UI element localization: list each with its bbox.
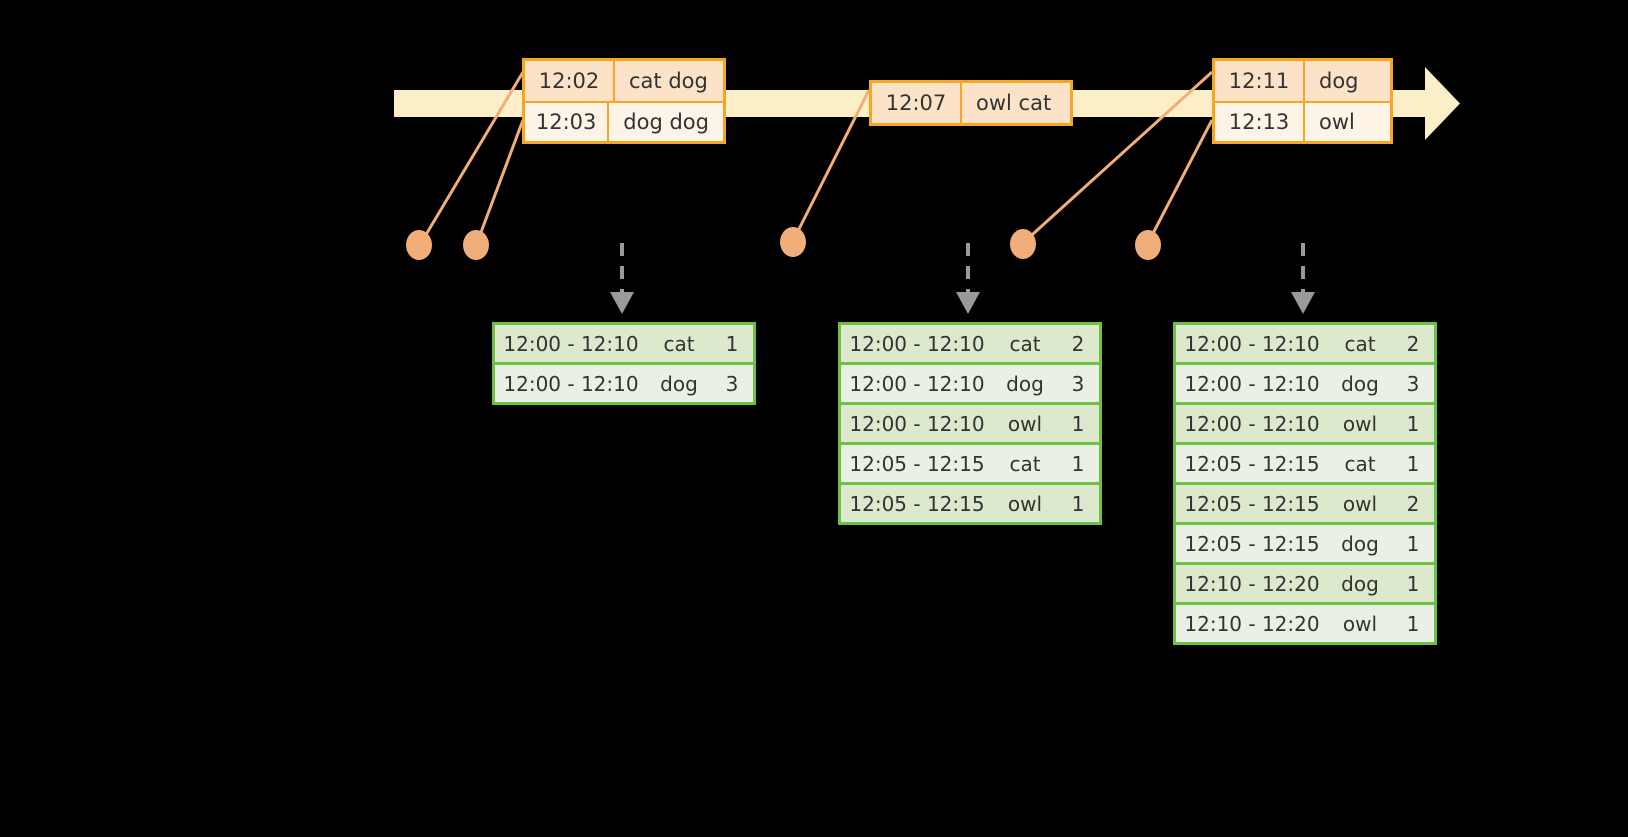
window-cell: 12:00 - 12:10	[1184, 371, 1320, 396]
event-row[interactable]: 12:11 dog	[1215, 61, 1390, 101]
table-row[interactable]: 12:05 - 12:15 dog 1	[1176, 525, 1434, 562]
count-cell: 3	[725, 371, 739, 396]
arrowhead-icon	[956, 292, 980, 314]
event-time: 12:02	[525, 61, 615, 101]
count-cell: 1	[725, 331, 739, 356]
event-group-1[interactable]: 12:02 cat dog 12:03 dog dog	[522, 58, 726, 144]
event-row[interactable]: 12:03 dog dog	[525, 101, 723, 141]
key-cell: dog	[1341, 531, 1379, 556]
key-cell: dog	[1006, 371, 1044, 396]
count-cell: 1	[1071, 411, 1085, 436]
table-row[interactable]: 12:10 - 12:20 dog 1	[1176, 565, 1434, 602]
key-cell: cat	[663, 331, 695, 356]
window-cell: 12:05 - 12:15	[1184, 451, 1320, 476]
window-cell: 12:05 - 12:15	[1184, 491, 1320, 516]
event-words: dog dog	[623, 110, 709, 134]
table-row[interactable]: 12:05 - 12:15 cat 1	[1176, 445, 1434, 482]
window-cell: 12:00 - 12:10	[849, 371, 985, 396]
event-row[interactable]: 12:07 owl cat	[872, 83, 1070, 123]
arrowhead-icon	[610, 292, 634, 314]
count-cell: 1	[1406, 611, 1420, 636]
result-table-1[interactable]: 12:00 - 12:10 cat 1 12:00 - 12:10 dog 3	[492, 322, 756, 405]
connector-dot	[1010, 229, 1036, 259]
event-time: 12:07	[872, 83, 962, 123]
key-cell: owl	[1342, 411, 1378, 436]
key-cell: dog	[660, 371, 698, 396]
count-cell: 1	[1406, 571, 1420, 596]
key-cell: owl	[1007, 491, 1043, 516]
count-cell: 2	[1406, 331, 1420, 356]
event-row[interactable]: 12:02 cat dog	[525, 61, 723, 101]
connector-dot	[780, 227, 806, 257]
table-row[interactable]: 12:05 - 12:15 owl 1	[841, 485, 1099, 522]
event-words: owl cat	[976, 91, 1052, 115]
flow-arrowheads	[610, 292, 1315, 314]
window-cell: 12:00 - 12:10	[849, 411, 985, 436]
connector-dot	[406, 230, 432, 260]
table-row[interactable]: 12:00 - 12:10 dog 3	[495, 365, 753, 402]
table-row[interactable]: 12:00 - 12:10 dog 3	[1176, 365, 1434, 402]
table-row[interactable]: 12:10 - 12:20 owl 1	[1176, 605, 1434, 642]
count-cell: 2	[1406, 491, 1420, 516]
window-cell: 12:05 - 12:15	[849, 451, 985, 476]
key-cell: owl	[1342, 491, 1378, 516]
key-cell: cat	[1344, 331, 1376, 356]
count-cell: 2	[1071, 331, 1085, 356]
window-cell: 12:00 - 12:10	[1184, 411, 1320, 436]
arrowhead-icon	[1291, 292, 1315, 314]
connector-dot	[463, 230, 489, 260]
event-time: 12:13	[1215, 103, 1305, 141]
key-cell: cat	[1009, 451, 1041, 476]
table-row[interactable]: 12:00 - 12:10 cat 2	[841, 325, 1099, 362]
count-cell: 1	[1406, 451, 1420, 476]
key-cell: dog	[1341, 371, 1379, 396]
event-group-2[interactable]: 12:07 owl cat	[869, 80, 1073, 126]
table-row[interactable]: 12:05 - 12:15 owl 2	[1176, 485, 1434, 522]
event-words: dog	[1319, 69, 1359, 93]
event-words: cat dog	[629, 69, 708, 93]
count-cell: 1	[1071, 451, 1085, 476]
event-time: 12:11	[1215, 61, 1305, 101]
window-cell: 12:10 - 12:20	[1184, 611, 1320, 636]
window-cell: 12:10 - 12:20	[1184, 571, 1320, 596]
event-time: 12:03	[525, 103, 610, 141]
table-row[interactable]: 12:00 - 12:10 dog 3	[841, 365, 1099, 402]
count-cell: 1	[1071, 491, 1085, 516]
key-cell: cat	[1009, 331, 1041, 356]
result-table-2[interactable]: 12:00 - 12:10 cat 2 12:00 - 12:10 dog 3 …	[838, 322, 1102, 525]
event-group-3[interactable]: 12:11 dog 12:13 owl	[1212, 58, 1393, 144]
table-row[interactable]: 12:00 - 12:10 cat 1	[495, 325, 753, 362]
window-cell: 12:05 - 12:15	[849, 491, 985, 516]
window-cell: 12:00 - 12:10	[503, 371, 639, 396]
table-row[interactable]: 12:00 - 12:10 owl 1	[1176, 405, 1434, 442]
table-row[interactable]: 12:00 - 12:10 owl 1	[841, 405, 1099, 442]
connector-dots	[406, 227, 1161, 260]
key-cell: dog	[1341, 571, 1379, 596]
key-cell: owl	[1007, 411, 1043, 436]
result-table-3[interactable]: 12:00 - 12:10 cat 2 12:00 - 12:10 dog 3 …	[1173, 322, 1437, 645]
key-cell: cat	[1344, 451, 1376, 476]
table-row[interactable]: 12:00 - 12:10 cat 2	[1176, 325, 1434, 362]
count-cell: 1	[1406, 531, 1420, 556]
window-cell: 12:05 - 12:15	[1184, 531, 1320, 556]
count-cell: 1	[1406, 411, 1420, 436]
window-cell: 12:00 - 12:10	[1184, 331, 1320, 356]
key-cell: owl	[1342, 611, 1378, 636]
event-words: owl	[1319, 110, 1355, 134]
window-cell: 12:00 - 12:10	[849, 331, 985, 356]
event-row[interactable]: 12:13 owl	[1215, 101, 1390, 141]
count-cell: 3	[1071, 371, 1085, 396]
count-cell: 3	[1406, 371, 1420, 396]
flow-arrows	[620, 243, 1305, 292]
window-cell: 12:00 - 12:10	[503, 331, 639, 356]
table-row[interactable]: 12:05 - 12:15 cat 1	[841, 445, 1099, 482]
connector-dot	[1135, 230, 1161, 260]
